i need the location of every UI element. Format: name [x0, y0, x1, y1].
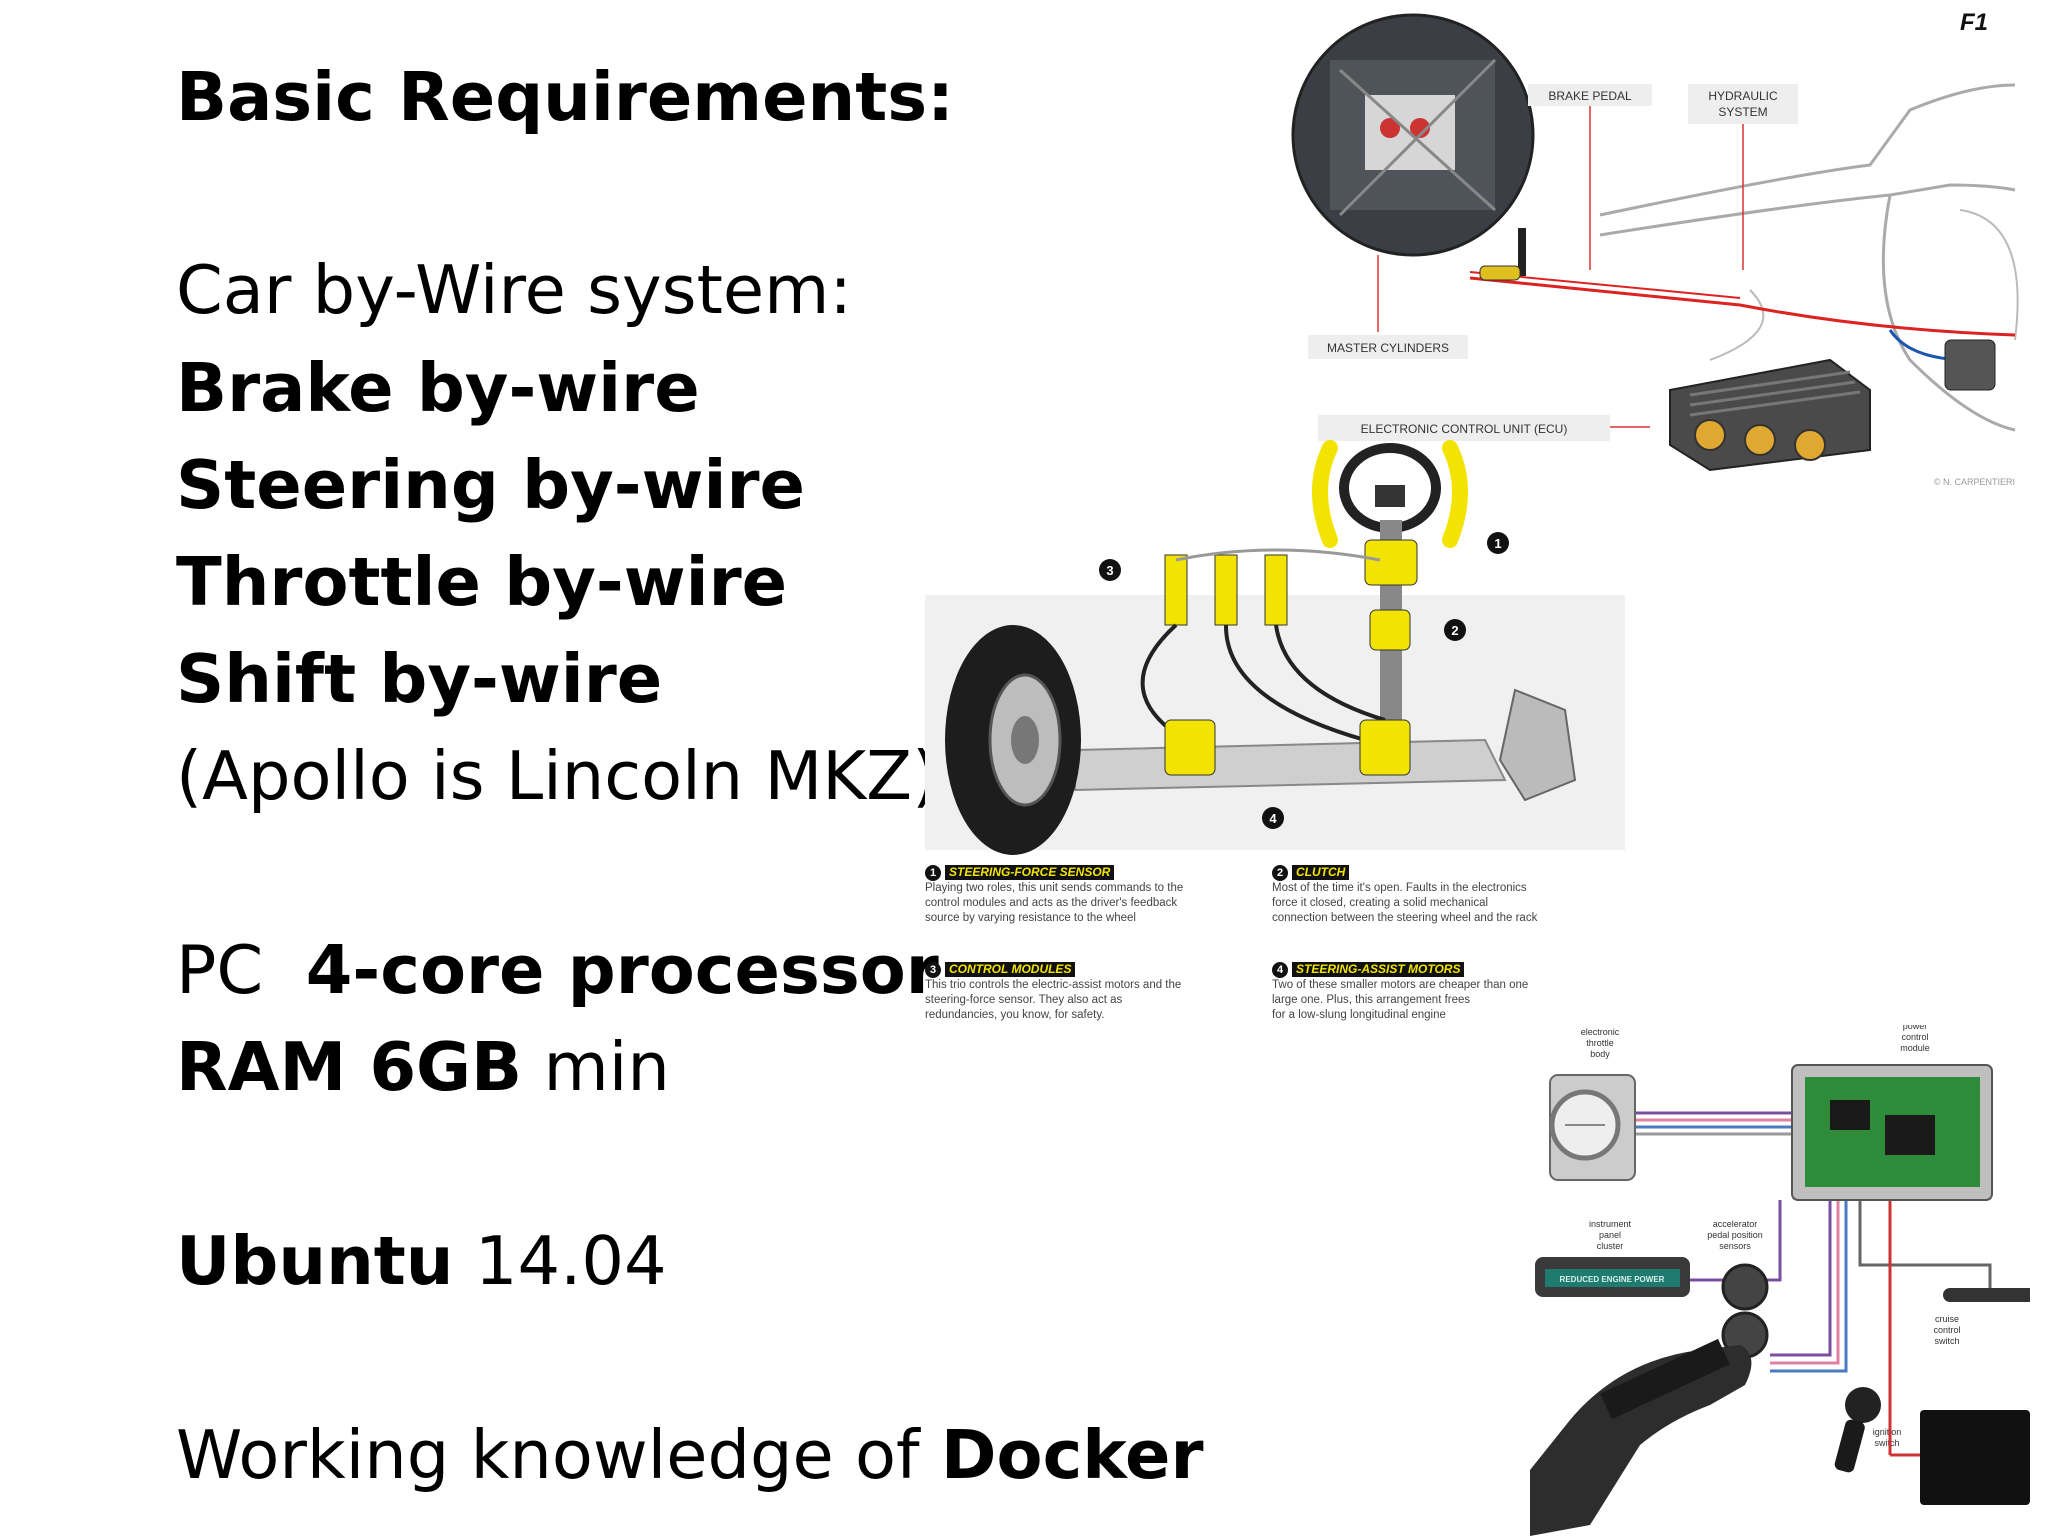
foot-on-pedal — [1530, 1345, 1752, 1536]
svg-text:control: control — [1901, 1032, 1928, 1042]
svg-text:accelerator: accelerator — [1713, 1219, 1758, 1229]
ubuntu-version: 14.04 — [474, 1222, 667, 1300]
steering-by-wire: Steering by-wire — [176, 446, 805, 524]
throttle-by-wire-diagram: electronic throttle body power control m… — [1530, 1025, 2030, 1536]
illustration-credit: © N. CARPENTIERI — [1934, 477, 2015, 487]
brake-by-wire: Brake by-wire — [176, 349, 700, 427]
hydraulic-label-1: HYDRAULIC — [1708, 89, 1778, 103]
svg-text:ignition: ignition — [1873, 1427, 1902, 1437]
svg-text:sensors: sensors — [1719, 1241, 1751, 1251]
svg-text:cluster: cluster — [1597, 1241, 1624, 1251]
master-cylinders-label: MASTER CYLINDERS — [1327, 341, 1449, 355]
brake-pedal-label: BRAKE PEDAL — [1548, 89, 1632, 103]
svg-text:throttle: throttle — [1586, 1038, 1614, 1048]
docker-name: Docker — [940, 1416, 1204, 1494]
svg-text:4: 4 — [1269, 811, 1277, 826]
svg-text:module: module — [1900, 1043, 1930, 1053]
shift-by-wire: Shift by-wire — [176, 640, 663, 718]
svg-text:electronic: electronic — [1581, 1027, 1620, 1037]
steering-by-wire-diagram: 1 2 3 4 — [925, 440, 1625, 855]
f1-logo: F1 — [1960, 9, 1988, 36]
ubuntu-requirement: Ubuntu 14.04 — [176, 1221, 667, 1301]
ecu-label: ELECTRONIC CONTROL UNIT (ECU) — [1361, 422, 1568, 436]
svg-text:pedal position: pedal position — [1707, 1230, 1763, 1240]
svg-text:1: 1 — [1494, 536, 1501, 551]
svg-text:power: power — [1903, 1025, 1928, 1031]
apollo-note: (Apollo is Lincoln MKZ) — [176, 737, 939, 815]
svg-text:switch: switch — [1934, 1336, 1959, 1346]
svg-text:2: 2 — [1451, 623, 1458, 638]
pc-prefix: PC — [176, 931, 264, 1009]
ram-min: min — [543, 1028, 670, 1106]
battery — [1920, 1410, 2030, 1505]
svg-text:cruise: cruise — [1935, 1314, 1959, 1324]
svg-text:body: body — [1590, 1049, 1610, 1059]
docker-requirement: Working knowledge of Docker — [176, 1415, 1204, 1495]
steering-rack — [1074, 738, 1507, 792]
hydraulic-label-2: SYSTEM — [1718, 105, 1767, 119]
svg-text:control: control — [1933, 1325, 1960, 1335]
ram-amount: RAM 6GB — [176, 1028, 523, 1106]
cluster-display-text: REDUCED ENGINE POWER — [1560, 1275, 1665, 1284]
car-by-wire-label: Car by-Wire system: — [176, 251, 852, 329]
svg-text:3: 3 — [1106, 563, 1113, 578]
docker-prefix: Working knowledge of — [176, 1416, 920, 1494]
heading: Basic Requirements: — [176, 58, 954, 136]
pc-processor: 4-core processor — [305, 931, 939, 1009]
ram-requirement: RAM 6GB min — [176, 1027, 670, 1107]
svg-text:instrument: instrument — [1589, 1219, 1632, 1229]
pc-requirement: PC 4-core processor — [176, 930, 939, 1010]
throttle-by-wire: Throttle by-wire — [176, 543, 788, 621]
brake-by-wire-diagram: F1 BRAKE PEDAL HYDRAULIC SYSTEM MASTER C… — [1291, 9, 2019, 487]
ubuntu-name: Ubuntu — [176, 1222, 454, 1300]
svg-text:panel: panel — [1599, 1230, 1621, 1240]
svg-text:switch: switch — [1874, 1438, 1899, 1448]
